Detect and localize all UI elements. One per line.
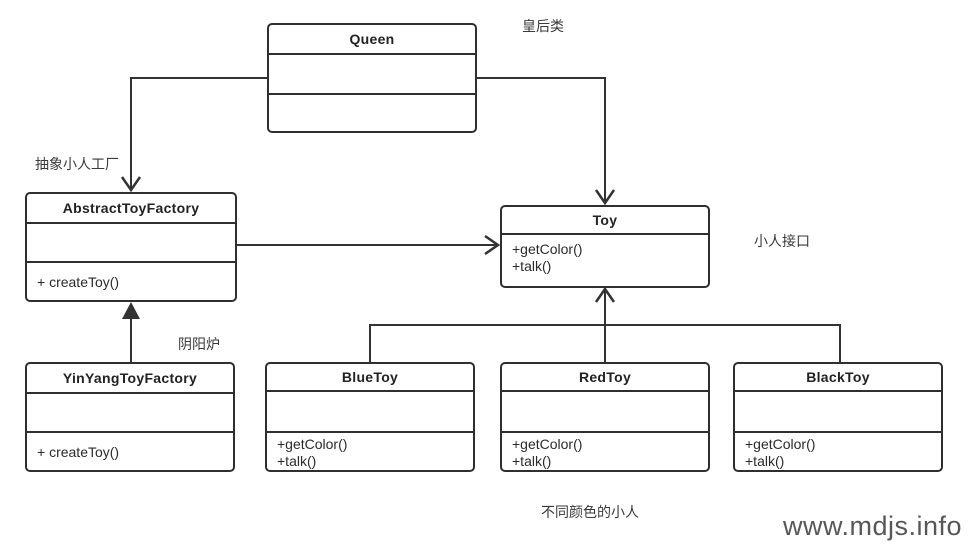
class-red-toy-name: RedToy [578,369,632,386]
annotation-abstract-factory: 抽象小人工厂 [35,156,119,172]
class-black-toy-methods: +getColor() +talk() [735,431,941,470]
class-yinyang-toy-factory-attributes [27,392,233,431]
method-talk: +talk() [277,453,317,469]
method-get-color: +getColor() [277,436,348,452]
method-create-toy: + createToy() [37,443,120,460]
class-toy-name: Toy [592,212,618,228]
arrowhead-open-right-toy [484,234,501,256]
class-blue-toy: BlueToy +getColor() +talk() [265,362,475,472]
class-blue-toy-attributes [267,390,473,431]
class-black-toy-name: BlackToy [806,369,870,386]
class-red-toy-attributes [502,390,708,431]
annotation-colored-toys: 不同颜色的小人 [541,504,639,520]
class-queen: Queen [267,23,477,133]
method-talk: +talk() [512,453,552,469]
class-queen-attributes [269,53,475,93]
annotation-yinyang-furnace: 阴阳炉 [178,336,220,352]
queen-to-toy-connector [476,77,606,201]
method-get-color: +getColor() [512,436,583,452]
method-talk: +talk() [745,453,785,469]
method-talk: +talk() [512,258,552,274]
class-abstract-toy-factory-name: AbstractToyFactory [62,200,200,216]
class-queen-methods [269,93,475,131]
class-red-toy: RedToy +getColor() +talk() [500,362,710,472]
watermark: www.mdjs.info [782,511,962,541]
queen-to-abstractfactory-connector [130,77,268,188]
class-toy: Toy +getColor() +talk() [500,205,710,288]
arrowhead-open-down-toy [594,189,616,206]
class-yinyang-toy-factory: YinYangToyFactory + createToy() [25,362,235,472]
class-abstract-toy-factory-methods: + createToy() [27,261,235,300]
arrowhead-open-up-toy [594,286,616,303]
class-yinyang-toy-factory-methods: + createToy() [27,431,233,470]
method-create-toy: + createToy() [37,273,120,290]
method-get-color: +getColor() [745,436,816,452]
class-red-toy-methods: +getColor() +talk() [502,431,708,470]
class-toy-methods: +getColor() +talk() [502,233,708,286]
class-black-toy: BlackToy +getColor() +talk() [733,362,943,472]
method-get-color: +getColor() [512,241,583,257]
class-blue-toy-name: BlueToy [341,369,399,386]
class-blue-toy-methods: +getColor() +talk() [267,431,473,470]
class-yinyang-toy-factory-name: YinYangToyFactory [62,370,198,386]
class-abstract-toy-factory: AbstractToyFactory + createToy() [25,192,237,302]
annotation-toy-interface: 小人接口 [754,233,810,249]
arrowhead-solid-up-abstractfactory [122,302,140,319]
class-black-toy-attributes [735,390,941,431]
class-queen-name: Queen [349,31,395,47]
arrowhead-open-down-abstractfactory [120,176,142,193]
annotation-queen: 皇后类 [522,18,564,34]
class-abstract-toy-factory-attributes [27,222,235,261]
